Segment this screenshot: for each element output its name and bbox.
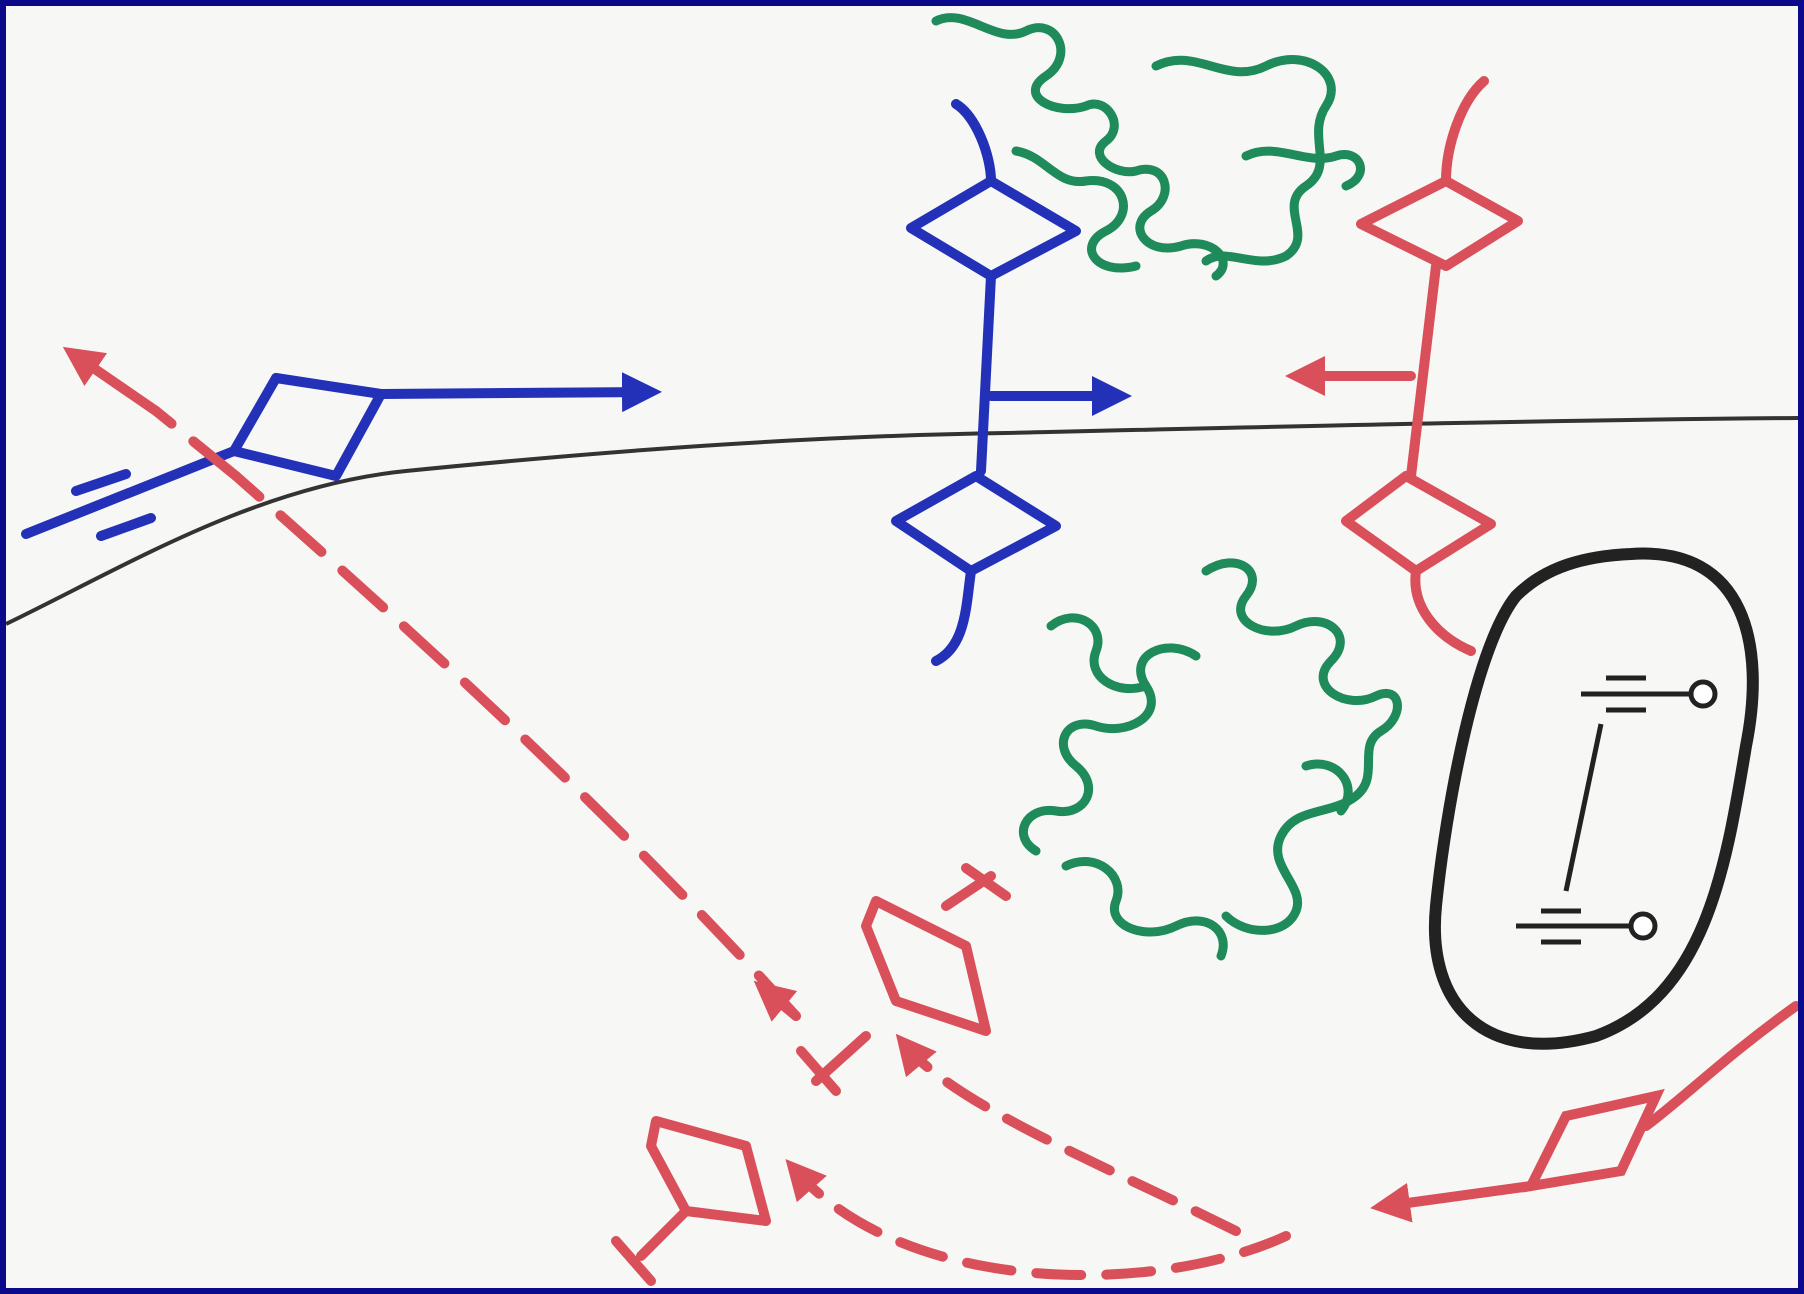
enemy-unit-east [1285,76,1523,656]
map-sheet [6,6,1798,1288]
enemy-unit-icon [646,1116,771,1226]
enemy-unit-icon [1341,471,1496,576]
objective-area [1428,547,1759,1050]
mine-icon [1516,675,1718,945]
enemy-unit-icon [861,896,991,1036]
enemy-unit-icon [1522,1088,1665,1193]
enemy-axis-northwest [62,346,801,1022]
friendly-unit-center [891,99,1132,666]
enemy-unit-south [611,863,1011,1286]
friendly-unit-icon [906,176,1081,281]
friendly-unit-icon [229,373,386,481]
phase-line [6,416,1798,626]
friendly-unit-icon [891,471,1061,576]
enemy-unit-icon [1356,176,1523,271]
obstacle-icon [931,13,1228,281]
enemy-axis-southeast [785,1001,1798,1281]
tactical-sketch [6,13,1798,1286]
objective-icon [1428,547,1759,1050]
friendly-unit-west [21,372,662,541]
obstacle-north [931,13,1365,281]
obstacle-center [1019,558,1402,961]
obstacle-icon [1201,558,1402,935]
